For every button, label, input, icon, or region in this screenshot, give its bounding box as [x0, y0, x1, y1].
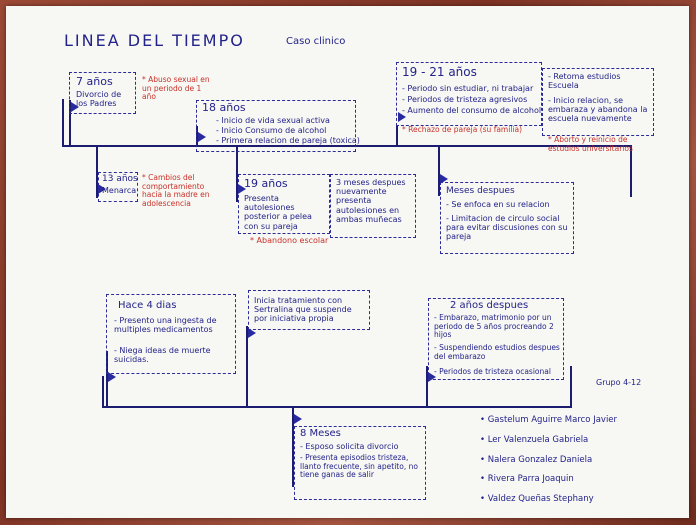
event-body-line: - Inicio relacion, se embaraza y abandon… — [548, 96, 648, 124]
flag-icon — [198, 132, 206, 142]
event-months-later — [440, 182, 574, 254]
event-heading: Hace 4 dias — [118, 300, 177, 311]
page-title: LINEA DEL TIEMPO — [64, 31, 245, 50]
event-heading: 2 años despues — [450, 300, 529, 311]
author-list: • Gastelum Aguirre Marco Javier • Ler Va… — [480, 415, 618, 505]
author-name: • Valdez Queñas Stephany — [480, 494, 594, 505]
event-note: * Abandono escolar — [250, 236, 329, 245]
stem-sertraline — [246, 326, 248, 407]
event-heading: 19 - 21 años — [402, 65, 477, 79]
event-body-line: - Periodo sin estudiar, ni trabajar — [402, 84, 534, 93]
flag-icon — [398, 112, 406, 122]
event-body-line: - Suspendiendo estudios despues del emba… — [434, 343, 560, 361]
event-19-years — [238, 174, 330, 234]
timeline-upper-main — [62, 145, 632, 147]
page-subtitle: Caso clinico — [286, 36, 346, 47]
event-7-years — [69, 72, 136, 114]
event-body-line: - Presenta episodios tristeza, llanto fr… — [300, 453, 418, 480]
event-19-21-years — [396, 62, 542, 126]
paper-sheet: LINEA DEL TIEMPO Caso clinico 7 años Div… — [6, 6, 689, 518]
event-sertraline-treatment — [248, 290, 370, 330]
event-13-years — [98, 172, 138, 202]
timeline-upper-left-cap — [62, 99, 64, 147]
stem-13-years — [96, 146, 98, 198]
event-body-line: - Periodos de tristeza agresivos — [402, 95, 528, 104]
stem-7-years — [69, 100, 71, 146]
flag-icon — [71, 102, 79, 112]
flag-icon — [294, 414, 302, 424]
event-heading: 13 años — [102, 174, 138, 184]
event-body-line: - Niega ideas de muerte suicidas. — [114, 346, 211, 365]
stem-19-years — [236, 146, 238, 202]
author-name: • Nalera Gonzalez Daniela — [480, 454, 593, 465]
event-heading: 8 Meses — [300, 428, 341, 439]
timeline-upper-right-cap — [630, 145, 632, 197]
flag-icon — [248, 328, 256, 338]
timeline-lower-main — [102, 406, 572, 408]
event-body-line: - Retoma estudios Escuela — [548, 72, 621, 91]
stem-months-later — [438, 146, 440, 196]
stem-19-21 — [396, 126, 398, 146]
event-body-line: - Inicio Consumo de alcohol — [216, 126, 327, 135]
event-3-months-later — [330, 174, 416, 238]
event-heading: 19 años — [244, 177, 288, 190]
event-body-line: - Primera relacion de pareja (toxica) — [216, 136, 360, 145]
stem-8-months — [292, 407, 294, 487]
stem-2-years — [426, 366, 428, 407]
event-body-line: - Esposo solicita divorcio — [300, 442, 399, 451]
flag-icon — [440, 174, 448, 184]
author-name: • Gastelum Aguirre Marco Javier — [480, 415, 618, 425]
event-body-line: - Periodos de tristeza ocasional — [434, 367, 551, 376]
event-4-days-ago — [106, 294, 236, 374]
event-2-years-later — [428, 298, 564, 380]
flag-icon — [98, 184, 106, 194]
event-resume-studies — [542, 68, 654, 136]
event-body-line: - Embarazo, matrimonio por un periodo de… — [434, 313, 554, 340]
group-label: Grupo 4-12 — [596, 378, 642, 387]
event-body-line: - Inicio de vida sexual activa — [216, 116, 330, 125]
event-heading: 7 años — [76, 75, 113, 88]
event-body: Divorcio de los Padres — [76, 90, 122, 109]
timeline-lower-right-cap — [570, 366, 572, 408]
event-body: Menarca — [102, 186, 137, 195]
event-heading: Meses despues — [446, 186, 515, 196]
event-body-line: - Se enfoca en su relacion — [446, 200, 550, 209]
author-name: • Rivera Parra Joaquin — [480, 474, 574, 485]
event-body-line: - Aumento del consumo de alcohol — [402, 106, 542, 115]
event-body: Presenta autolesiones posterior a pelea … — [244, 194, 312, 231]
event-heading: 18 años — [202, 101, 246, 114]
flag-icon — [108, 372, 116, 382]
event-note: * Aborto y reinicio de estudios universi… — [548, 135, 633, 153]
event-8-months — [294, 426, 426, 500]
flag-icon — [238, 184, 246, 194]
event-body-line: - Limitacion de circulo social para evit… — [446, 214, 568, 242]
stem-18-years — [196, 126, 198, 146]
stem-4-days — [106, 351, 108, 407]
timeline-lower-left-cap — [102, 376, 104, 408]
event-note: * Cambios del comportamiento hacia la ma… — [142, 173, 210, 208]
event-body: Inicia tratamiento con Sertralina que su… — [254, 296, 352, 324]
author-name: • Ler Valenzuela Gabriela — [480, 434, 589, 445]
flag-icon — [428, 372, 436, 382]
event-18-years — [196, 100, 356, 152]
event-note: * Rechazo de pareja (su familia) — [402, 125, 523, 134]
event-note: * Abuso sexual en un periodo de 1 año — [142, 75, 210, 102]
event-body: 3 meses despues nuevamente presenta auto… — [336, 178, 406, 224]
event-body-line: - Presento una ingesta de multiples medi… — [114, 316, 217, 335]
